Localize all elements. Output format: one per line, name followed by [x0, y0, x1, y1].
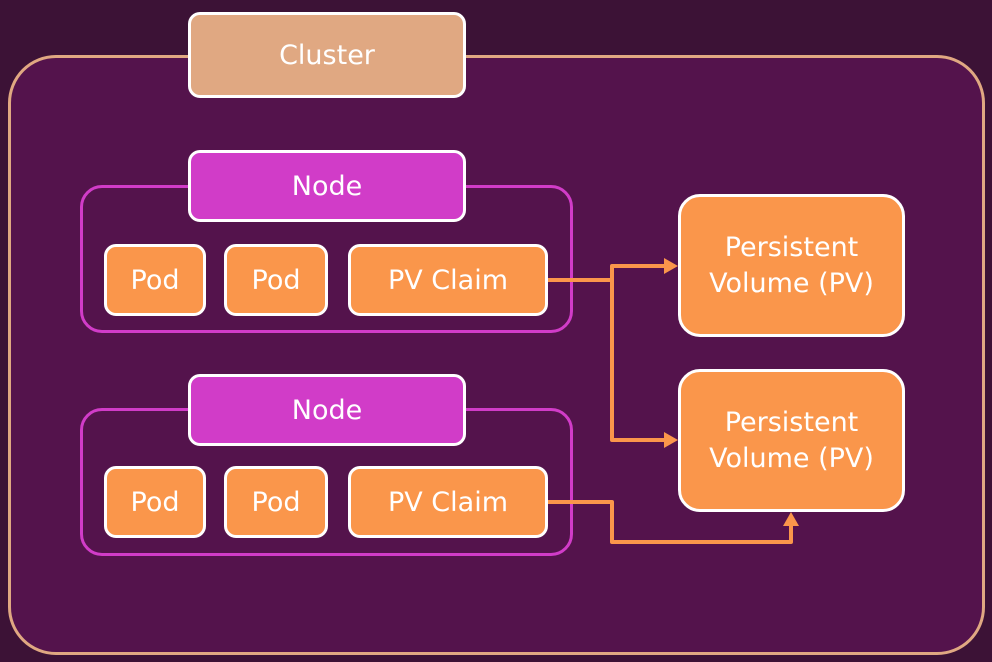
arrowhead-icon	[783, 512, 799, 526]
persistent-volume-box: Persistent Volume (PV)	[678, 194, 905, 337]
claim2-to-pv2-connector	[548, 500, 793, 544]
persistent-volume-label-line2: Volume (PV)	[709, 267, 874, 299]
pod-box: Pod	[224, 466, 328, 538]
pod-box: Pod	[104, 244, 206, 316]
claim1-to-pv2-connector	[610, 280, 666, 442]
persistent-volume-box: Persistent Volume (PV)	[678, 369, 905, 512]
node-label: Node	[188, 374, 466, 446]
pv-claim-box: PV Claim	[348, 244, 548, 316]
node-label: Node	[188, 150, 466, 222]
persistent-volume-label-line1: Persistent	[724, 407, 859, 439]
arrowhead-icon	[664, 258, 678, 274]
pod-box: Pod	[104, 466, 206, 538]
pod-box: Pod	[224, 244, 328, 316]
arrowhead-icon	[664, 432, 678, 448]
cluster-label: Cluster	[188, 12, 466, 98]
pv-claim-box: PV Claim	[348, 466, 548, 538]
claim1-to-pv1-connector	[548, 264, 666, 282]
persistent-volume-label-line2: Volume (PV)	[709, 442, 874, 474]
persistent-volume-label-line1: Persistent	[724, 232, 859, 264]
